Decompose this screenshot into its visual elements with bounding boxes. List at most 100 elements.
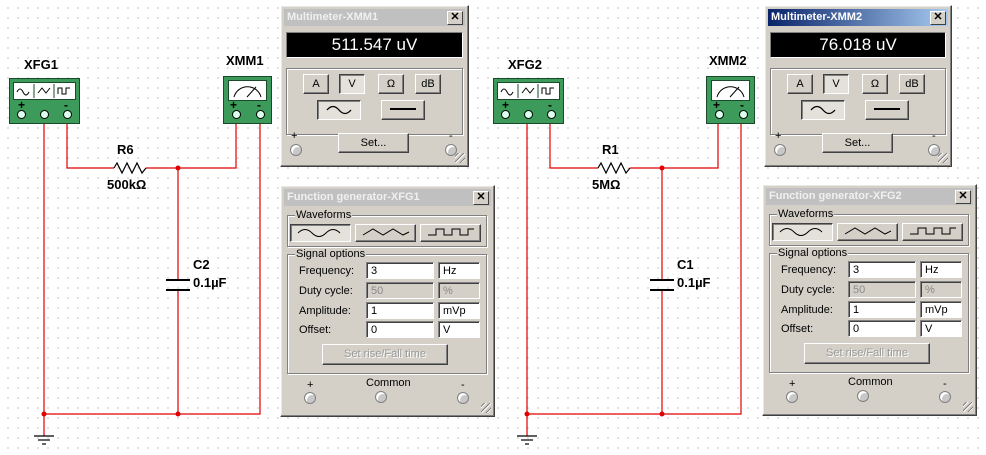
wire-r6-node[interactable] [146, 123, 237, 169]
xmm2-terminal-minus[interactable] [739, 110, 748, 119]
minus-terminal[interactable] [928, 144, 940, 156]
frequency-input[interactable]: 3 [366, 262, 434, 279]
multimeter-xmm1-symbol[interactable]: + - [223, 76, 272, 124]
xmm1-terminal-plus[interactable] [232, 110, 241, 119]
ohmmeter-mode-button[interactable]: Ω [378, 74, 404, 94]
sine-wave-button[interactable] [772, 223, 833, 241]
function-generator-xfg2-symbol[interactable]: + - [493, 78, 564, 124]
ammeter-mode-button[interactable]: A [303, 74, 329, 94]
xmm1-plus-sign: + [230, 98, 238, 112]
plus-terminal[interactable] [290, 144, 302, 156]
xfg2-terminal-minus[interactable] [547, 110, 556, 119]
xfg2-terminal-common[interactable] [524, 110, 533, 119]
offset-unit-select[interactable]: V [438, 321, 480, 338]
amplitude-input[interactable]: 1 [366, 302, 434, 319]
close-icon[interactable]: ✕ [930, 11, 946, 25]
xfg2-terminal-plus[interactable] [501, 110, 510, 119]
dc-mode-button[interactable] [865, 100, 909, 120]
ammeter-mode-button[interactable]: A [787, 74, 813, 94]
multimeter-xmm2-titlebar[interactable]: Multimeter-XMM2 ✕ [768, 9, 948, 26]
multimeter-xmm1-titlebar[interactable]: Multimeter-XMM1 ✕ [284, 9, 465, 26]
resize-grip[interactable] [938, 153, 948, 163]
common-terminal[interactable] [375, 391, 387, 403]
xmm2-plus-sign: + [713, 98, 721, 112]
xfg1-terminal-minus[interactable] [63, 110, 72, 119]
function-generator-xfg1-titlebar[interactable]: Function generator-XFG1 ✕ [284, 189, 491, 206]
offset-input[interactable]: 0 [848, 320, 916, 337]
function-generator-xfg1-window[interactable]: Function generator-XFG1 ✕ Waveforms Sign… [280, 185, 495, 417]
c1-value-label: 0.1µF [677, 275, 711, 290]
signal-options-label: Signal options [777, 247, 849, 259]
multimeter-xmm2-symbol[interactable]: + - [706, 76, 755, 124]
dc-mode-button[interactable] [381, 100, 425, 120]
meter-dial-icon [711, 80, 750, 101]
minus-terminal[interactable] [939, 391, 951, 403]
set-button[interactable]: Set... [338, 133, 409, 153]
offset-input[interactable]: 0 [366, 321, 434, 338]
signal-options-label: Signal options [295, 248, 367, 260]
c2-name-label: C2 [193, 257, 210, 272]
set-button[interactable]: Set... [822, 133, 893, 153]
resize-grip[interactable] [455, 153, 465, 163]
minus-terminal[interactable] [445, 144, 457, 156]
amplitude-unit-select[interactable]: mVp [920, 301, 962, 318]
resistor-r1[interactable] [597, 161, 631, 175]
ac-mode-button[interactable] [317, 100, 361, 120]
minus-terminal[interactable] [457, 392, 469, 404]
junction-dot [175, 411, 181, 417]
resize-grip[interactable] [963, 402, 973, 412]
close-icon[interactable]: ✕ [447, 11, 463, 25]
r6-name-label: R6 [117, 142, 134, 157]
offset-unit-select[interactable]: V [920, 320, 962, 337]
wire-xfg2-minus-r1[interactable] [549, 123, 598, 169]
xmm2-terminal-plus[interactable] [715, 110, 724, 119]
wire-ground-1[interactable] [43, 123, 261, 415]
wire-xfg1-minus-r6[interactable] [66, 123, 114, 169]
function-generator-xfg2-window[interactable]: Function generator-XFG2 ✕ Waveforms Sign… [762, 184, 977, 416]
dc-line-icon [874, 108, 900, 110]
amplitude-unit-select[interactable]: mVp [438, 302, 480, 319]
plus-terminal[interactable] [774, 144, 786, 156]
window-title: Multimeter-XMM2 [771, 11, 863, 23]
square-wave-button[interactable] [902, 223, 963, 241]
xfg1-terminal-common[interactable] [40, 110, 49, 119]
resistor-r6[interactable] [113, 161, 147, 175]
decibel-mode-button[interactable]: dB [415, 74, 441, 94]
frequency-label: Frequency: [781, 264, 837, 276]
sine-wave-icon [297, 229, 341, 237]
ohmmeter-mode-button[interactable]: Ω [862, 74, 888, 94]
function-generator-xfg2-titlebar[interactable]: Function generator-XFG2 ✕ [766, 188, 973, 205]
capacitor-c1[interactable] [650, 279, 674, 291]
wire-r1-node[interactable] [630, 123, 719, 169]
ground-symbol-1[interactable] [34, 435, 54, 445]
multimeter-xmm1-window[interactable]: Multimeter-XMM1 ✕ 511.547 uV A V Ω dB + … [280, 5, 469, 167]
plus-terminal[interactable] [304, 392, 316, 404]
frequency-input[interactable]: 3 [848, 261, 916, 278]
triangle-wave-button[interactable] [355, 224, 416, 242]
ac-mode-button[interactable] [801, 100, 845, 120]
close-icon[interactable]: ✕ [955, 190, 971, 204]
duty-cycle-input: 50 [848, 281, 916, 298]
voltmeter-mode-button[interactable]: V [823, 74, 849, 94]
function-generator-xfg1-symbol[interactable]: + - [9, 78, 80, 124]
wire-ground-2[interactable] [526, 123, 742, 415]
close-icon[interactable]: ✕ [473, 191, 489, 205]
xmm1-terminal-minus[interactable] [256, 110, 265, 119]
multimeter-xmm2-window[interactable]: Multimeter-XMM2 ✕ 76.018 uV A V Ω dB + S… [764, 5, 952, 167]
square-wave-button[interactable] [420, 224, 481, 242]
ground-symbol-2[interactable] [517, 435, 537, 445]
frequency-unit-select[interactable]: Hz [438, 262, 480, 279]
sine-wave-button[interactable] [290, 224, 351, 242]
capacitor-c2[interactable] [166, 279, 190, 291]
decibel-mode-button[interactable]: dB [899, 74, 925, 94]
triangle-wave-button[interactable] [837, 223, 898, 241]
common-terminal[interactable] [857, 390, 869, 402]
resize-grip[interactable] [481, 403, 491, 413]
amplitude-input[interactable]: 1 [848, 301, 916, 318]
minus-terminal-label: - [461, 379, 465, 391]
xfg1-terminal-plus[interactable] [17, 110, 26, 119]
frequency-unit-select[interactable]: Hz [920, 261, 962, 278]
plus-terminal[interactable] [786, 391, 798, 403]
voltmeter-mode-button[interactable]: V [339, 74, 365, 94]
